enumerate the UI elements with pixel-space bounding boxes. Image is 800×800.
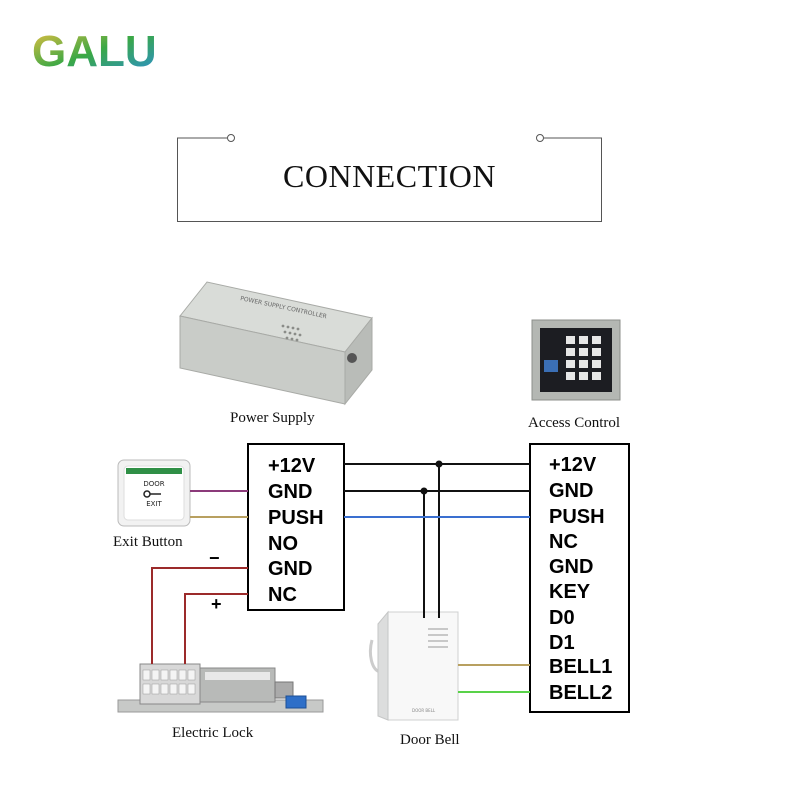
access-terminal-label: BELL2 (549, 682, 613, 704)
power-terminal-label: PUSH (268, 507, 324, 529)
power-terminal-label: GND (268, 558, 313, 580)
access-terminal-label: GND (549, 556, 594, 578)
door-bell-caption: Door Bell (400, 732, 460, 748)
door-bell-face-label: DOOR BELL (412, 708, 436, 713)
access-terminal-label: D0 (549, 607, 575, 629)
title-frame (177, 138, 602, 222)
access-control-caption: Access Control (528, 415, 620, 431)
access-terminal-label: PUSH (549, 506, 605, 528)
electric-lock-image (117, 663, 324, 713)
minus-sign: − (209, 548, 220, 568)
exit-button-face-bottom: EXIT (146, 500, 162, 508)
power-terminal-label: +12V (268, 455, 316, 477)
exit-button-image: DOOR EXIT (117, 459, 191, 527)
power-supply-image: POWER SUPPLY CONTROLLER (179, 281, 373, 406)
wire-lock-plus (184, 593, 248, 664)
access-control-image (531, 319, 621, 401)
electric-lock-caption: Electric Lock (172, 725, 254, 741)
power-terminal-label: NC (268, 584, 297, 606)
logo-text: GALU (32, 27, 157, 72)
power-supply-caption: Power Supply (230, 410, 315, 426)
plus-sign: + (211, 594, 222, 614)
access-terminal-label: GND (549, 480, 594, 502)
access-terminal-block (529, 443, 630, 713)
access-terminal-label: KEY (549, 581, 591, 603)
keypad-keys (566, 336, 601, 380)
door-bell-image: DOOR BELL (368, 610, 459, 721)
wire-lock-minus (151, 567, 248, 664)
power-terminal-label: GND (268, 481, 313, 503)
access-terminal-label: D1 (549, 632, 575, 654)
power-terminal-block (247, 443, 345, 611)
exit-button-face-top: DOOR (143, 480, 164, 488)
key-icon (143, 490, 161, 498)
galu-logo: GALU (32, 27, 157, 72)
power-terminal-label: NO (268, 533, 298, 555)
access-terminal-label: +12V (549, 454, 597, 476)
access-terminal-label: BELL1 (549, 656, 613, 678)
wires (151, 460, 530, 693)
page-title: CONNECTION (283, 158, 496, 194)
exit-button-caption: Exit Button (113, 534, 183, 550)
access-terminal-label: NC (549, 531, 578, 553)
